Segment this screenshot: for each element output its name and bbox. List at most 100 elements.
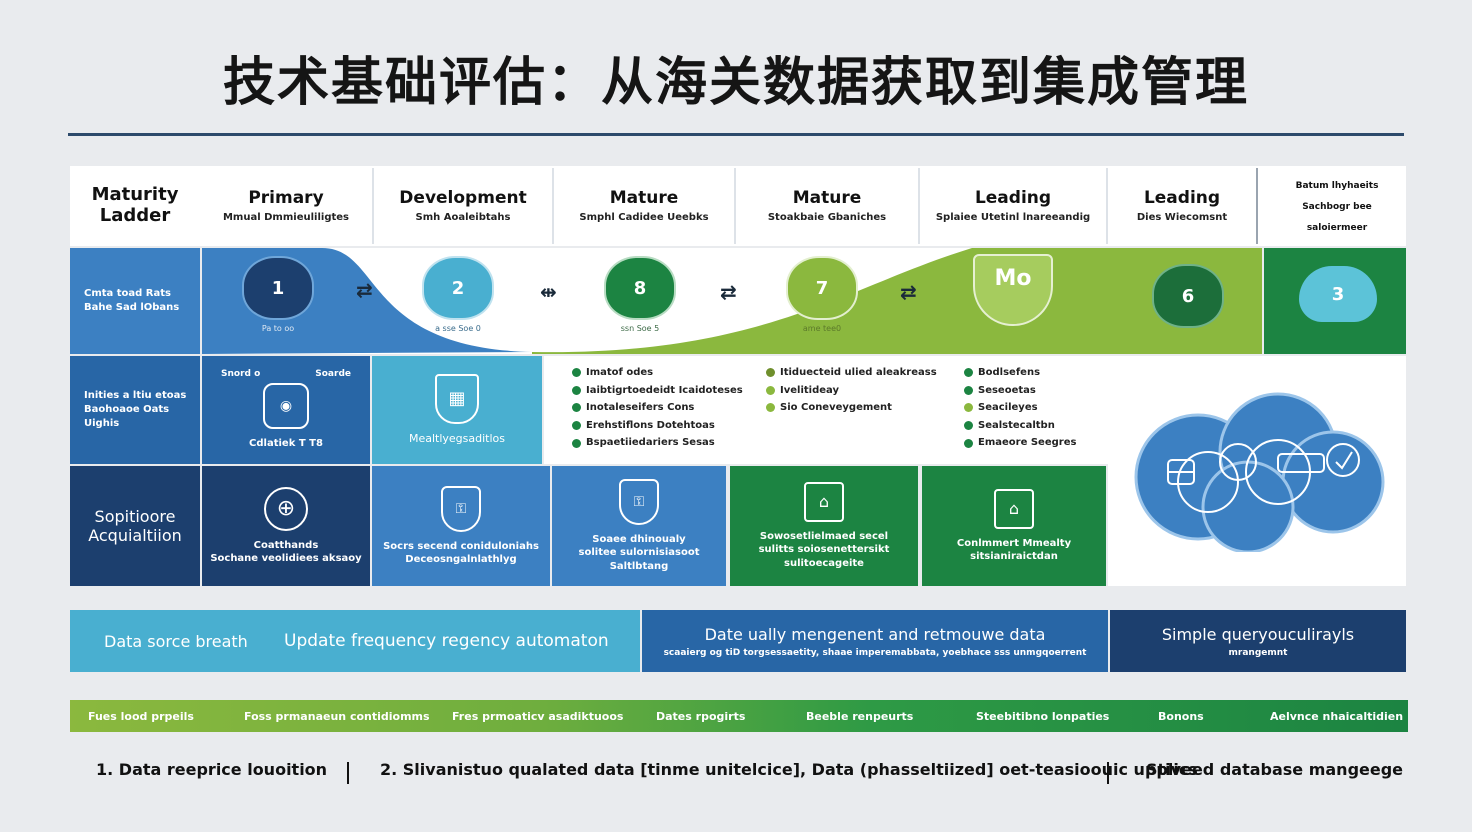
- header-col-title: Primary: [248, 187, 324, 208]
- cell-caption: Coatthands Sochane veolidiees aksaoy: [210, 539, 362, 565]
- cell-caption: Cdlatiek T T8: [249, 438, 323, 450]
- list-item-text: Iaibtigrtoedeidt Icaidoteses: [586, 384, 743, 396]
- header-col-title: Leading: [1143, 187, 1221, 208]
- row2-label: Inities a ltiu etoas Baohoaoe Oats Uighi…: [70, 356, 200, 464]
- header-divider: [1256, 168, 1258, 244]
- house-icon: ⌂: [994, 488, 1034, 529]
- cell-top-labels: Snord o Soarde: [221, 369, 351, 379]
- list-item-text: Erehstiflons Dotehtoas: [586, 419, 715, 431]
- list-item-text: Seseoetas: [978, 384, 1036, 396]
- header-divider: [734, 168, 736, 244]
- bullet-dot: [572, 403, 581, 413]
- bullet-dot: [572, 385, 581, 395]
- header-col-primary: Primary Mmual Dmmieuliligtes: [200, 166, 372, 246]
- row3-cell-mature-1: ⚿ Soaee dhinoualy solitee sulornisiasoot…: [552, 466, 726, 586]
- band-label: Simple queryouculirayls: [1161, 624, 1355, 644]
- cell-caption: Conlmmert Mmealty sitsianiraictdan: [956, 537, 1072, 563]
- footer-item-3: Stiveed database mangeege: [1146, 760, 1404, 779]
- level-node-5: Mo: [970, 254, 1056, 334]
- header-divider: [372, 168, 374, 244]
- header-divider: [1106, 168, 1108, 244]
- bullet-dot: [964, 421, 973, 431]
- header-col-subtitle: Mmual Dmmieuliligtes: [222, 212, 349, 224]
- cloud-icon: 2: [422, 256, 494, 320]
- level-node-7: 3: [1298, 266, 1378, 336]
- header-col-leading-2: Leading Dies Wiecomsnt: [1108, 166, 1256, 246]
- list-item-text: Ivelitideay: [780, 384, 839, 396]
- strip-label: Steebitibno lonpaties: [976, 709, 1110, 723]
- list-item-text: Emaeore Seegres: [978, 437, 1077, 449]
- shield-icon: ⚿: [441, 485, 481, 532]
- side-note-line: Sachbogr bee: [1302, 201, 1372, 212]
- header-col-title: Leading: [974, 187, 1052, 208]
- list-item-text: Imatof odes: [586, 367, 654, 378]
- footer-separator: [1107, 762, 1109, 784]
- header-divider: [918, 168, 920, 244]
- page-title: 技术基础评估：从海关数据获取到集成管理: [222, 53, 1249, 113]
- header-col-mature-1: Mature Smphl Cadidee Ueebks: [554, 166, 734, 246]
- bidirectional-arrow-icon: ⇄: [900, 280, 917, 304]
- cloud-icon: 6: [1152, 264, 1224, 328]
- list-item-text: Seacileyes: [978, 402, 1038, 414]
- summary-band-d: Simple queryouculirayls mrangemnt: [1110, 610, 1406, 672]
- header-col-title: Development: [399, 187, 527, 208]
- list-item-text: Bspaetiiedariers Sesas: [586, 437, 715, 449]
- row3-label: Sopitioore Acquialtiion: [70, 466, 200, 586]
- shield-badge-icon: Mo: [973, 254, 1053, 326]
- list-item: Bspaetiiedariers Sesas: [572, 434, 743, 452]
- header-divider: [552, 168, 554, 244]
- cell-top-right: Soarde: [315, 369, 351, 380]
- side-note-line: Batum lhyhaeits: [1295, 180, 1379, 191]
- list-item-text: Sealstecaltbn: [978, 419, 1055, 431]
- bullet-dot: [964, 368, 973, 378]
- capability-strip: Fues lood prpeils Foss prmanaeun contidi…: [70, 700, 1408, 732]
- cell-caption: Sowosetlielmaed secel sulitts soiosenett…: [758, 530, 890, 569]
- header-col-subtitle: Smphl Cadidee Ueebks: [579, 212, 709, 224]
- row3-cell-primary: ⊕ Coatthands Sochane veolidiees aksaoy: [202, 466, 370, 586]
- strip-label: Dates rpogirts: [656, 709, 746, 723]
- strip-label: Fues lood prpeils: [88, 709, 194, 723]
- node-caption: Pa to oo: [261, 324, 295, 333]
- bullet-dot: [964, 385, 973, 395]
- header-col-title: Mature: [609, 187, 679, 208]
- list-item-text: Inotaleseifers Cons: [586, 402, 695, 414]
- row2-cell-development: ▦ Mealtlyegsaditlos: [372, 356, 542, 464]
- node-caption: ame tee0: [802, 324, 842, 333]
- row2-lists-area: [544, 356, 1108, 464]
- summary-band-a: Data sorce breath Update frequency regen…: [70, 610, 640, 672]
- cloud-icon: 3: [1299, 266, 1377, 322]
- bullet-dot: [766, 368, 775, 378]
- list-item-text: Itiduecteid ulied aleakreass: [780, 367, 937, 378]
- bullet-dot: [766, 403, 775, 413]
- row3-cell-mature-2: ⌂ Sowosetlielmaed secel sulitts soiosene…: [730, 466, 918, 586]
- node-caption: ssn Soe 5: [620, 324, 660, 333]
- bidirectional-arrow-icon: ⇄: [356, 278, 373, 302]
- feature-list-leading: Bodlsefens Seseoetas Seacileyes Sealstec…: [964, 364, 1076, 452]
- header-side-note: Batum lhyhaeits Sachbogr bee saloiermeer: [1268, 170, 1406, 244]
- cloud-icon: 1: [242, 256, 314, 320]
- band-label: Date ually mengenent and retmouwe data: [704, 624, 1046, 644]
- list-item: Emaeore Seegres: [964, 434, 1076, 452]
- cloud-integration-icon: [1134, 392, 1385, 552]
- ladder-header: Maturity Ladder: [70, 166, 200, 246]
- level-node-6: 6: [1150, 264, 1226, 334]
- list-item-text: Bodlsefens: [978, 367, 1041, 378]
- list-item: Itiduecteid ulied aleakreass: [766, 364, 937, 382]
- bidirectional-arrow-icon: ⇹: [540, 280, 557, 304]
- cell-caption: Mealtlyegsaditlos: [408, 431, 506, 445]
- shield-grid-icon: ▦: [435, 373, 479, 424]
- header-col-subtitle: Stoakbaie Gbaniches: [767, 212, 887, 224]
- level-node-4: 7 ame tee0: [784, 256, 860, 346]
- row3-cell-leading: ⌂ Conlmmert Mmealty sitsianiraictdan: [922, 466, 1106, 586]
- header-col-subtitle: Splaiee Utetinl lnareeandig: [935, 212, 1091, 224]
- feature-list-mature: Imatof odes Iaibtigrtoedeidt Icaidoteses…: [572, 364, 743, 452]
- cell-caption: Soaee dhinoualy solitee sulornisiasoot S…: [578, 533, 700, 572]
- shield-icon: ⚿: [619, 478, 659, 525]
- list-item: Ivelitideay: [766, 382, 937, 400]
- bullet-dot: [572, 421, 581, 431]
- row1-label: Cmta toad Rats Bahe Sad lObans: [70, 248, 200, 354]
- header-col-mature-2: Mature Stoakbaie Gbaniches: [736, 166, 918, 246]
- band-sublabel: scaaierg og tiD torgsessaetity, shaae im…: [663, 647, 1087, 658]
- title-divider: [68, 133, 1404, 136]
- side-note-line: saloiermeer: [1306, 222, 1368, 233]
